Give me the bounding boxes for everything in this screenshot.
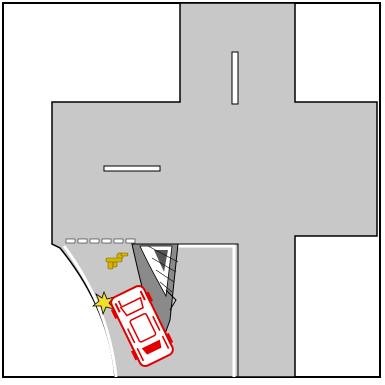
center-line-vertical — [231, 51, 239, 105]
crosswalk — [65, 238, 136, 244]
right-lane-edge — [178, 244, 236, 377]
left-curve-edge — [62, 245, 118, 378]
pedestrian-icon — [105, 252, 129, 270]
car-top-view-icon — [110, 284, 174, 368]
right-lane-edge-outline — [178, 243, 239, 377]
center-line-horizontal — [103, 165, 161, 172]
traffic-island — [131, 243, 179, 350]
